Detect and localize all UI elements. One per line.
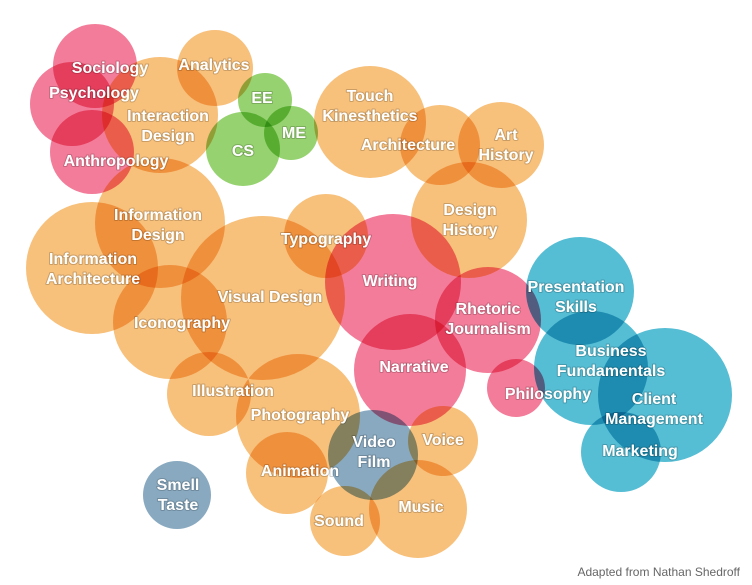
label-line-business-fundamentals: Fundamentals — [557, 363, 666, 380]
label-line-ee: EE — [251, 90, 273, 107]
label-line-voice: Voice — [422, 432, 464, 449]
label-line-smell-taste: Smell — [157, 477, 200, 494]
label-line-video-film: Film — [358, 454, 391, 471]
label-illustration: Illustration — [192, 383, 274, 400]
label-line-anthropology: Anthropology — [64, 153, 169, 170]
bubble-me — [264, 106, 318, 160]
label-line-presentation-skills: Presentation — [528, 279, 625, 296]
label-typography: Typography — [281, 231, 371, 248]
bubble-marketing — [581, 412, 661, 492]
label-ee: EE — [251, 90, 273, 107]
label-line-client-management: Client — [632, 391, 677, 408]
label-philosophy: Philosophy — [505, 386, 591, 403]
label-writing: Writing — [363, 273, 418, 290]
label-line-client-management: Management — [605, 411, 703, 428]
attribution-credit: Adapted from Nathan Shedroff — [577, 565, 740, 579]
label-line-visual-design: Visual Design — [218, 289, 323, 306]
label-line-architecture: Architecture — [361, 137, 455, 154]
label-anthropology: Anthropology — [64, 153, 169, 170]
label-me: ME — [282, 125, 306, 142]
label-line-marketing: Marketing — [602, 443, 678, 460]
label-line-information-design: Information — [114, 207, 202, 224]
label-line-music: Music — [398, 499, 443, 516]
label-sound: Sound — [314, 513, 364, 530]
label-line-smell-taste: Taste — [158, 497, 199, 514]
bubble-writing — [325, 214, 461, 350]
label-line-design-history: History — [442, 222, 497, 239]
bubble-animation — [246, 432, 328, 514]
bubble-layer — [26, 24, 732, 558]
label-line-art-history: History — [478, 147, 533, 164]
label-line-rhetoric-journalism: Rhetoric — [456, 301, 521, 318]
label-music: Music — [398, 499, 443, 516]
label-line-information-design: Design — [131, 227, 184, 244]
label-photography: Photography — [251, 407, 350, 424]
label-architecture: Architecture — [361, 137, 455, 154]
bubble-narrative — [354, 314, 466, 426]
label-line-interaction-design: Design — [141, 128, 194, 145]
bubble-philosophy — [487, 359, 545, 417]
label-line-cs: CS — [232, 143, 255, 160]
label-line-iconography: Iconography — [134, 315, 230, 332]
label-line-information-architecture: Architecture — [46, 271, 140, 288]
bubble-rhetoric-journalism — [435, 267, 541, 373]
label-line-presentation-skills: Skills — [555, 299, 597, 316]
bubble-sound — [310, 486, 380, 556]
bubble-music — [369, 460, 467, 558]
label-line-narrative: Narrative — [379, 359, 448, 376]
label-line-touch-kinesthetics: Kinesthetics — [322, 108, 417, 125]
label-line-design-history: Design — [443, 202, 496, 219]
label-line-touch-kinesthetics: Touch — [347, 88, 394, 105]
label-narrative: Narrative — [379, 359, 448, 376]
label-analytics: Analytics — [178, 57, 249, 74]
label-marketing: Marketing — [602, 443, 678, 460]
label-voice: Voice — [422, 432, 464, 449]
label-line-animation: Animation — [261, 463, 339, 480]
label-line-photography: Photography — [251, 407, 350, 424]
bubble-touch-kinesthetics — [314, 66, 426, 178]
label-psychology: Psychology — [49, 85, 139, 102]
label-line-illustration: Illustration — [192, 383, 274, 400]
label-line-analytics: Analytics — [178, 57, 249, 74]
label-iconography: Iconography — [134, 315, 230, 332]
label-line-me: ME — [282, 125, 306, 142]
bubble-cs — [206, 112, 280, 186]
bubble-voice — [408, 406, 478, 476]
label-line-interaction-design: Interaction — [127, 108, 209, 125]
label-line-psychology: Psychology — [49, 85, 139, 102]
label-visual-design: Visual Design — [218, 289, 323, 306]
bubble-analytics — [177, 30, 253, 106]
label-line-rhetoric-journalism: Journalism — [445, 321, 530, 338]
label-line-sociology: Sociology — [72, 60, 149, 77]
label-line-business-fundamentals: Business — [575, 343, 646, 360]
bubble-smell-taste — [143, 461, 211, 529]
label-line-typography: Typography — [281, 231, 371, 248]
label-line-video-film: Video — [352, 434, 396, 451]
bubble-illustration — [167, 352, 251, 436]
label-sociology: Sociology — [72, 60, 149, 77]
label-line-sound: Sound — [314, 513, 364, 530]
label-line-writing: Writing — [363, 273, 418, 290]
label-line-art-history: Art — [494, 127, 518, 144]
label-cs: CS — [232, 143, 255, 160]
label-line-philosophy: Philosophy — [505, 386, 591, 403]
label-line-information-architecture: Information — [49, 251, 137, 268]
label-animation: Animation — [261, 463, 339, 480]
